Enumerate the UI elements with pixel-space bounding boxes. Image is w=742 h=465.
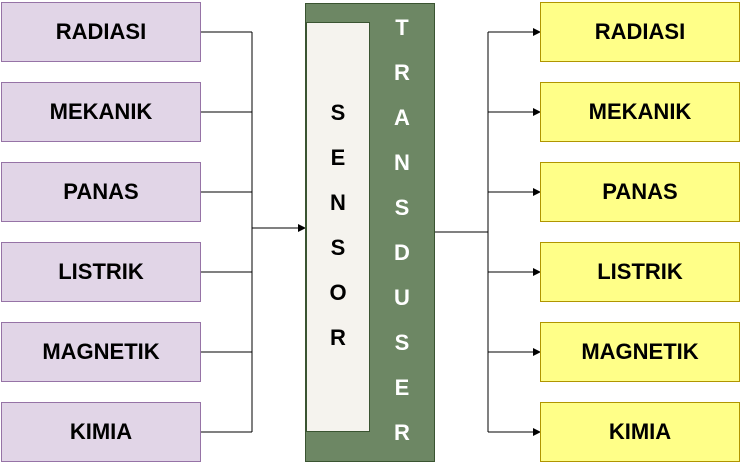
input-box-panas: PANAS [1, 162, 201, 222]
sensor-block [306, 22, 370, 432]
label-letter: R [330, 325, 346, 350]
output-box-radiasi: RADIASI [540, 2, 740, 62]
label-letter: S [330, 235, 346, 260]
output-box-mekanik: MEKANIK [540, 82, 740, 142]
output-box-panas: PANAS [540, 162, 740, 222]
output-box-listrik: LISTRIK [540, 242, 740, 302]
label-letter: E [330, 145, 346, 170]
label-letter: S [394, 330, 410, 355]
label-letter: U [394, 285, 410, 310]
label-letter: T [395, 15, 409, 40]
label-letter: D [394, 240, 410, 265]
output-box-magnetik: MAGNETIK [540, 322, 740, 382]
label-letter: S [330, 100, 346, 125]
label-letter: A [394, 105, 410, 130]
output-box-kimia: KIMIA [540, 402, 740, 462]
input-box-mekanik: MEKANIK [1, 82, 201, 142]
label-letter: S [394, 195, 410, 220]
label-letter: N [394, 150, 410, 175]
input-box-radiasi: RADIASI [1, 2, 201, 62]
input-box-listrik: LISTRIK [1, 242, 201, 302]
input-box-kimia: KIMIA [1, 402, 201, 462]
label-letter: N [330, 190, 346, 215]
input-box-magnetik: MAGNETIK [1, 322, 201, 382]
label-letter: R [394, 420, 410, 445]
label-letter: R [394, 60, 410, 85]
label-letter: O [329, 280, 347, 305]
label-letter: E [394, 375, 410, 400]
